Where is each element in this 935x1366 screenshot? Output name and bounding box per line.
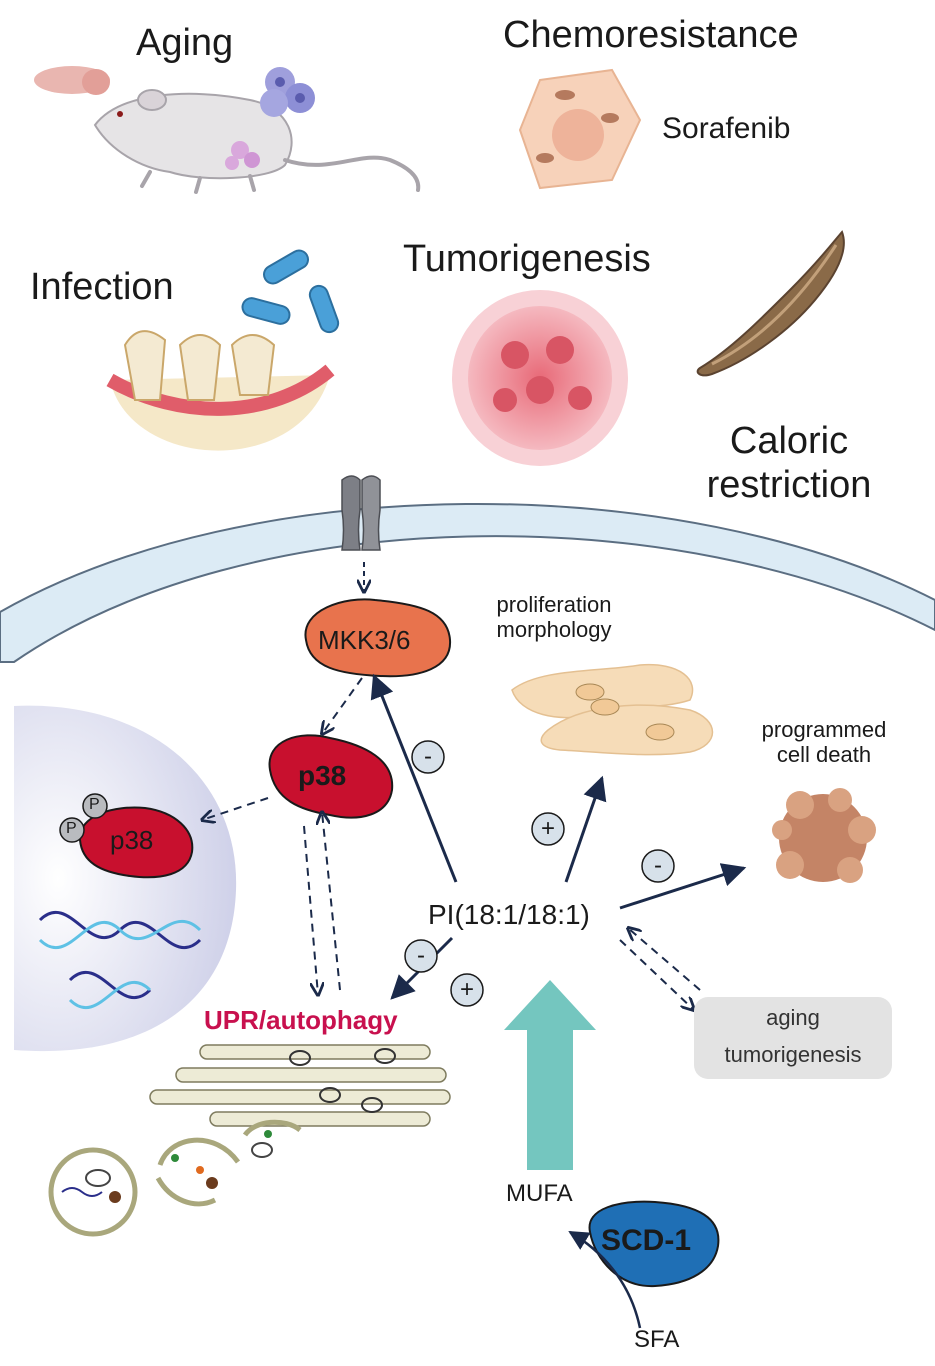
p38-node [268,734,394,819]
planarian-illustration [696,230,845,377]
sign-prolif-text: + [540,815,555,842]
prolif-line2: morphology [496,617,612,643]
scd1-node [588,1200,720,1288]
bacteria-illustration [241,249,340,334]
chemoresistance-label: Chemoresistance [503,14,799,56]
aging-box-label: aging tumorigenesis [694,1005,892,1068]
sign-mkk-text: - [424,743,432,770]
sfa-to-mufa-arrow [568,1230,642,1329]
prolif-line1: proliferation [496,592,612,617]
pi-to-mkk-arrow [370,673,458,883]
nucleus [14,705,237,1052]
p38-label: p38 [298,760,347,791]
phospho-label-1: P [66,820,77,837]
periodontal-illustration [106,330,335,451]
upr-autophagy-label: UPR/autophagy [204,1005,398,1035]
mkk-to-p38-arrow [322,677,363,734]
tumorigenesis-label: Tumorigenesis [403,238,651,280]
sign-upr-minus [404,939,438,973]
programmed-death-label: programmed cell death [740,717,908,768]
death-line2: cell death [776,742,872,768]
sign-death [641,849,675,883]
autophagosome-illustration [48,1119,302,1237]
p38-nuclear-node [78,806,194,879]
sign-prolif [531,812,565,846]
aging-tumorigenesis-box [694,997,892,1079]
mouse-illustration [93,89,421,194]
mufa-to-pi-arrow [504,980,596,1170]
tumor-illustration [452,290,628,466]
p38-to-nucleus-arrow [202,797,269,820]
sign-upr-minus-text: - [417,942,425,969]
mufa-label: MUFA [506,1180,573,1207]
cancer-cell-illustration [518,68,642,190]
pi-to-proliferation-arrow [564,775,607,883]
caloric-line1: Caloric [729,420,849,462]
receptor-icon [341,475,381,551]
proliferating-cells-illustration [511,663,714,756]
sfa-label: SFA [634,1326,680,1353]
phospho-site-1 [59,817,85,843]
brain-illustration [34,66,110,95]
pi-to-death-arrow [619,863,747,910]
aging-box-line2: tumorigenesis [724,1042,862,1068]
p38-nuclear-label: p38 [110,825,154,855]
senescent-cells-illustration [260,67,315,117]
pi-label: PI(18:1/18:1) [428,899,590,930]
sorafenib-label: Sorafenib [662,112,791,145]
sign-death-text: - [654,852,662,879]
mkk3-6-node [304,598,452,678]
cell-membrane [0,503,935,663]
mkk-label: MKK3/6 [318,625,411,655]
phospho-label-2: P [89,796,100,813]
caloric-line2: restriction [706,463,872,506]
sign-upr-plus-text: + [459,976,474,1003]
upr-to-p38-arrow [322,812,341,991]
infection-label: Infection [30,266,174,308]
pi-to-aging-arrow [619,939,694,1010]
sign-mkk [411,740,445,774]
sign-upr-plus [450,973,484,1007]
caloric-restriction-label: Caloric restriction [696,420,882,507]
p38-to-upr-arrow [303,825,318,995]
phospho-site-2 [82,793,108,819]
aging-box-line1: aging [766,1005,820,1030]
endoplasmic-reticulum-illustration [149,1044,451,1127]
aging-to-pi-arrow [628,928,701,991]
dna-illustration [38,911,202,1009]
death-line1: programmed [761,717,887,742]
proliferation-label: proliferation morphology [476,592,632,643]
scd1-label: SCD-1 [601,1224,692,1257]
apoptotic-cell-illustration [772,788,876,883]
aging-label: Aging [136,22,234,64]
